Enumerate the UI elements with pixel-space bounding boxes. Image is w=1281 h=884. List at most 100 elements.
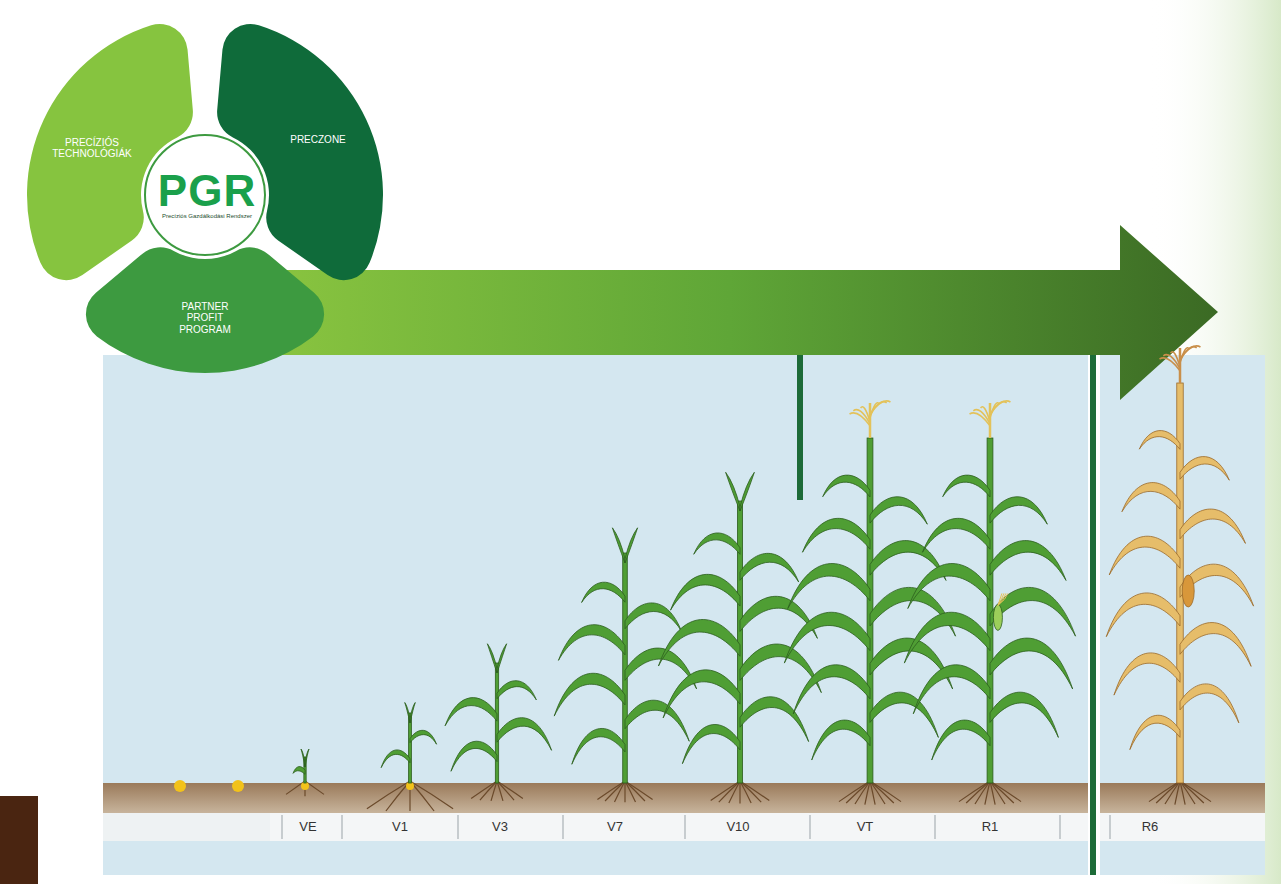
leaf (788, 564, 870, 609)
root (740, 781, 761, 802)
leaf (913, 665, 990, 714)
root (1180, 781, 1211, 802)
logo-segment-node: PRECZONE (290, 134, 346, 146)
stage-label: R6 (1142, 820, 1159, 834)
leaf (487, 644, 497, 673)
stage-marker-line (1090, 355, 1096, 875)
leaf (572, 728, 625, 764)
soil-band (1100, 783, 1265, 813)
leaf (870, 587, 956, 636)
leaf (870, 692, 938, 737)
root (870, 781, 901, 802)
leaf (990, 497, 1047, 524)
root (624, 781, 625, 802)
stage-strip (1100, 813, 1265, 841)
leaf (582, 582, 625, 602)
ear (993, 604, 1002, 630)
leaf (922, 518, 990, 552)
root (625, 781, 653, 800)
strip-separators (282, 815, 1110, 839)
logo-segment-node: PARTNER PROFIT PROGRAM (174, 301, 236, 336)
leaf (301, 749, 305, 767)
tassel-branch (1171, 352, 1180, 367)
leaf (694, 533, 740, 554)
segment-label: PRECÍZIÓS TECHNOLÓGIÁK (48, 137, 136, 160)
logo-subtitle: Precíziós Gazdálkodási Rendszer (158, 213, 256, 220)
timeline-arrow (240, 225, 1218, 400)
leaf (497, 644, 507, 673)
root (711, 781, 740, 801)
root (740, 781, 769, 801)
root (729, 781, 740, 803)
stem (495, 663, 498, 783)
root (615, 781, 625, 802)
leaf (554, 673, 625, 716)
leaf (908, 564, 990, 609)
leaf (740, 553, 799, 582)
leaf (726, 472, 740, 511)
leaf (305, 749, 309, 767)
leaf (445, 698, 497, 726)
leaf (625, 603, 682, 631)
root (975, 781, 990, 804)
root (985, 781, 990, 805)
leaf (802, 518, 870, 552)
leaf (1180, 457, 1229, 481)
corn-plant (367, 703, 453, 812)
root (625, 781, 645, 801)
stage-label: VT (857, 820, 874, 834)
corn-plant (445, 644, 552, 801)
leaf (663, 670, 740, 718)
root (990, 781, 1021, 802)
leaf (1106, 593, 1180, 637)
panel-ground (103, 355, 1088, 875)
root (739, 781, 740, 803)
stage-strip (103, 813, 270, 841)
leaf (1180, 623, 1251, 667)
leaf (410, 730, 437, 744)
growth-panel (103, 355, 1265, 875)
leaf (612, 528, 625, 563)
soil-band (103, 783, 1088, 813)
ear (1182, 575, 1194, 607)
root (605, 781, 625, 801)
corn-plants (286, 346, 1254, 811)
logo-segment (86, 247, 324, 373)
root (1165, 781, 1180, 804)
leaf (410, 703, 415, 724)
tassel-branch (990, 401, 1010, 414)
leaf (1180, 509, 1245, 543)
root (497, 781, 523, 799)
leaf (943, 475, 990, 497)
leaf (990, 541, 1066, 581)
leaf (1180, 684, 1239, 723)
root (491, 781, 497, 801)
root (1175, 781, 1180, 805)
leaf (558, 625, 625, 661)
root (719, 781, 740, 802)
leaf (497, 681, 536, 700)
stage-label: VE (299, 820, 316, 834)
stage-label: V1 (392, 820, 408, 834)
leaf (812, 720, 870, 760)
leaf (1139, 431, 1180, 450)
leaf (990, 692, 1058, 737)
tassel-branch (1180, 346, 1200, 359)
root (870, 781, 894, 803)
leaf (625, 700, 689, 741)
leaf (381, 750, 410, 768)
leaf (784, 612, 870, 663)
leaf (1180, 564, 1254, 606)
tassel-branch (973, 410, 990, 424)
segment-label: PARTNER PROFIT PROGRAM (174, 301, 236, 336)
root (990, 781, 1014, 803)
stage-label: V7 (607, 820, 623, 834)
segment-label: PRECZONE (290, 134, 346, 146)
stage-label: R1 (982, 820, 999, 834)
root (855, 781, 870, 804)
leaf (823, 475, 870, 497)
leaf (904, 612, 990, 663)
leaf (870, 497, 927, 524)
corn-plant (904, 401, 1075, 805)
